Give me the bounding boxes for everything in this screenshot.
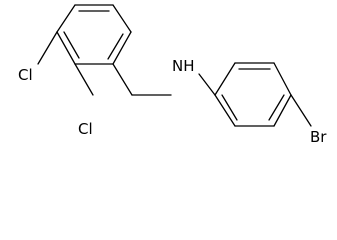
atom-label-cl-lower: Cl: [78, 120, 93, 138]
ring-a-double-bond-3: [63, 31, 80, 59]
n-aryl-bond: [198, 73, 216, 96]
benzyl-bond-ring: [112, 63, 133, 96]
atom-label-nh: NH: [172, 57, 195, 75]
ring-a-bond-6: [56, 4, 76, 33]
ring-a-bond-5: [56, 31, 76, 65]
ring-b-bond-1: [214, 62, 236, 96]
ring-b-double-bond-2: [268, 94, 285, 121]
dichlorophenyl-ring: [56, 4, 132, 65]
molecule-structure: Cl Cl NH Br: [18, 4, 327, 146]
ring-b-bond-3: [273, 62, 292, 96]
ring-b-bond-4: [273, 94, 292, 127]
ring-b-double-bond-3: [221, 94, 238, 121]
ring-a-double-bond-2: [107, 33, 124, 60]
br-bond: [290, 94, 312, 127]
ring-b-bond-6: [214, 94, 236, 127]
atom-label-br: Br: [310, 128, 327, 146]
ring-a-bond-2: [112, 4, 132, 33]
cl-bond-lower: [74, 63, 94, 96]
bromophenyl-ring: [214, 62, 292, 127]
cl-bond-upper: [37, 31, 58, 65]
ring-a-bond-3: [112, 31, 132, 65]
atom-label-cl-upper: Cl: [18, 66, 33, 84]
